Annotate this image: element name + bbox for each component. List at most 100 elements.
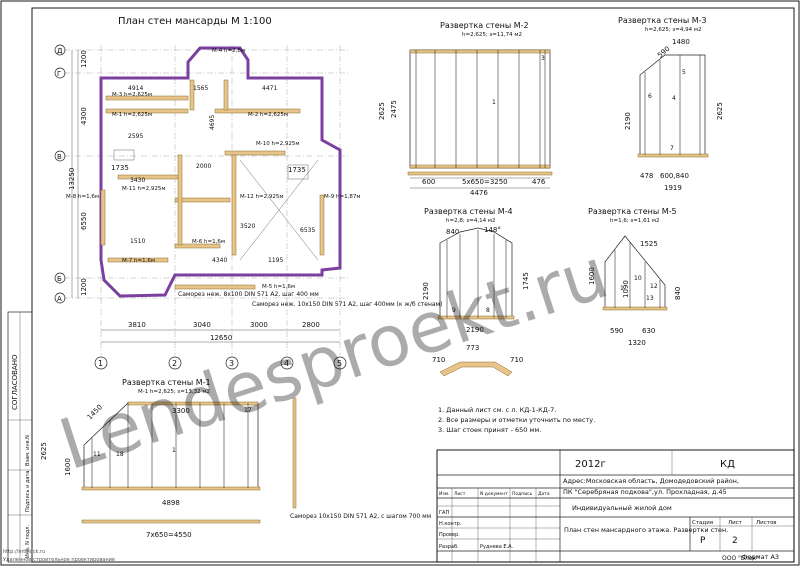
inner-dim-20: 1195 — [268, 257, 283, 264]
axis-col-1: 1 — [98, 359, 103, 368]
wall-label-m1: М-1 h=2,625м — [112, 112, 152, 118]
inner-dim-17: 6535 — [300, 227, 315, 234]
stamp-stage: Р — [700, 536, 706, 546]
m2-title: Развертка стены М-2 — [440, 21, 529, 30]
stamp-col-list: Лист — [454, 491, 466, 497]
m3-dim-1480: 1480 — [672, 38, 690, 46]
dim-bottom-2: 3000 — [250, 321, 268, 329]
note-3: 3. Шаг стоек принят - 650 мм. — [438, 426, 541, 434]
inv-sign-label: Подпись и дата — [25, 471, 31, 512]
stamp-role-razrab: Разраб. — [439, 544, 459, 550]
plan-dims-bottom: 3810 3040 3000 2800 12650 — [101, 321, 340, 343]
stamp-role-gap: ГАП — [439, 510, 449, 516]
plan-note-screw1: Саморез неж. 8х100 DIN 571 А2, шаг 400 м… — [178, 291, 319, 298]
m3-label-7: 7 — [670, 145, 674, 152]
m5-dim-1600: 1600 — [588, 267, 596, 285]
m4-label-8: 8 — [486, 307, 490, 314]
m1-dim-steps: 7х650=4550 — [146, 531, 192, 539]
plan-inner-dims: 4914 1565 4471 2595 4695 3430 2000 1735 … — [111, 85, 315, 264]
stamp-col-date: Дата — [538, 491, 550, 497]
m1-screw-note: Саморез 10х150 DIN 571 А2, с шагом 700 м… — [290, 513, 431, 520]
elevation-m4: Развертка стены М-4 h=2,8; s=4,14 м2 840… — [422, 207, 530, 334]
stamp-role-prover: Провер. — [439, 532, 460, 538]
stamp-object: Индивидуальный жилой дом — [572, 504, 672, 512]
plan-note-screw1-text: Саморез неж. 8х100 DIN 571 А2, шаг 400 м… — [178, 291, 319, 298]
m5-label-1: 1 — [620, 285, 624, 292]
m3-label-5: 5 — [682, 69, 686, 76]
dim-bottom-1: 3040 — [193, 321, 211, 329]
stamp-sheets-header: Листов — [756, 520, 777, 526]
m5-dim-1320: 1320 — [628, 339, 646, 347]
m1-label-17: 17 — [244, 407, 252, 414]
inner-dim-16: 1510 — [130, 238, 145, 245]
axis-col-4: 4 — [284, 359, 289, 368]
m3-dim-478: 478 — [640, 172, 653, 180]
dim-bottom-3: 2800 — [302, 321, 320, 329]
dim-left-2: 13250 — [68, 168, 76, 190]
axis-col-2: 2 — [172, 359, 177, 368]
inner-dim-10: 1735 — [111, 164, 129, 172]
m3-title: Развертка стены М-3 — [618, 16, 707, 25]
axis-row-v: В — [57, 153, 62, 161]
stamp-role-nkontr: Н.контр. — [439, 521, 462, 527]
plan-wall-labels: М-4 h=2,8м М-3 h=2,625м М-1 h=2,625м М-2… — [66, 48, 360, 290]
inner-dim-9: 2000 — [196, 163, 211, 170]
m2-dim-h1: 2625 — [378, 102, 386, 120]
m5-dim-840: 840 — [674, 287, 682, 300]
axis-col-5: 5 — [337, 359, 342, 368]
stamp-sheet-header: Лист — [728, 520, 743, 526]
stamp-sheet-no: 2 — [732, 536, 738, 546]
inv-orig-label: Инв. N подл. — [25, 525, 31, 558]
m3-dim-2625: 2625 — [716, 102, 724, 120]
m4-dim-840: 840 — [446, 228, 459, 236]
wall-label-m5: М-5 h=1,6м — [262, 284, 295, 290]
stamp-code: КД — [720, 459, 735, 470]
m4-title: Развертка стены М-4 — [424, 207, 513, 216]
m1-dim-2625: 2625 — [40, 442, 48, 460]
dim-total: 12650 — [210, 334, 232, 342]
plan-title: План стен мансарды М 1:100 — [118, 16, 272, 27]
dim-left-1: 4300 — [80, 107, 88, 125]
dim-left-3: 6550 — [80, 212, 88, 230]
m1-dim-4898: 4898 — [162, 499, 180, 507]
outer-wall-contour — [99, 46, 342, 298]
m2-dim-600: 600 — [422, 178, 435, 186]
m3-sub: h=2,625; s=4,94 м2 — [645, 27, 702, 33]
m5-label-12: 12 — [650, 283, 658, 290]
stamp-author: Руднева Е.А. — [480, 544, 514, 550]
m1-sub: М-1 h=2,625; s=13,32 м2 — [138, 389, 210, 395]
m1-title: Развертка стены М-1 — [122, 378, 211, 387]
m2-sub: h=2,625; s=11,74 м2 — [462, 32, 522, 38]
inner-dim-4: 4471 — [262, 85, 277, 92]
dim-left-4: 1200 — [80, 278, 88, 296]
note-2: 2. Все размеры и отметки уточнить по мес… — [438, 416, 595, 424]
m3-dim-590: 590 — [656, 45, 671, 60]
footer-caption: Удаленное строительное проектирование — [3, 557, 115, 563]
stamp-col-sign: Подпись — [512, 491, 533, 497]
axis-row-g: Г — [57, 70, 61, 78]
m4-dim-1745: 1745 — [522, 272, 530, 290]
m4b-dim-710b: 710 — [510, 356, 523, 364]
format-label: Формат А3 — [742, 553, 779, 561]
plan-note-screw2-text: Саморез неж. 10х150 DIN 571 А2, шаг 400м… — [252, 301, 442, 308]
inner-dim-7: 4695 — [209, 115, 216, 130]
plan-dims-left: 1200 4300 13250 6550 1200 — [68, 50, 88, 298]
title-block: 2012г КД Адрес:Московская область, Домод… — [436, 449, 795, 563]
wall-label-m3: М-3 h=2,625м — [112, 92, 152, 98]
m3-dim-1919: 1919 — [664, 184, 682, 192]
stamp-col-doc: N документ — [480, 491, 508, 497]
m5-title: Развертка стены М-5 — [588, 207, 677, 216]
wall-label-m4: М-4 h=2,8м — [212, 48, 245, 54]
axis-row-markers: Д Г В Б А — [54, 44, 66, 304]
side-approval-block: СОГЛАСОВАНО Взам. инв.N Подпись и дата И… — [7, 311, 33, 563]
stamp-col-izm: Изм. — [439, 491, 450, 497]
m3-label-6: 6 — [648, 93, 652, 100]
wall-label-m10: М-10 h=2,925м — [256, 141, 299, 147]
axis-col-3: 3 — [229, 359, 234, 368]
inv-replace-label: Взам. инв.N — [25, 435, 31, 466]
wall-label-m11: М-11 h=2,925м — [122, 186, 165, 192]
inner-frame — [31, 7, 795, 563]
plan-note-screw2: Саморез неж. 10х150 DIN 571 А2, шаг 400м… — [252, 301, 442, 308]
m1-label-1: 1 — [172, 447, 176, 454]
stamp-org: ООО "Блок" — [722, 555, 759, 562]
